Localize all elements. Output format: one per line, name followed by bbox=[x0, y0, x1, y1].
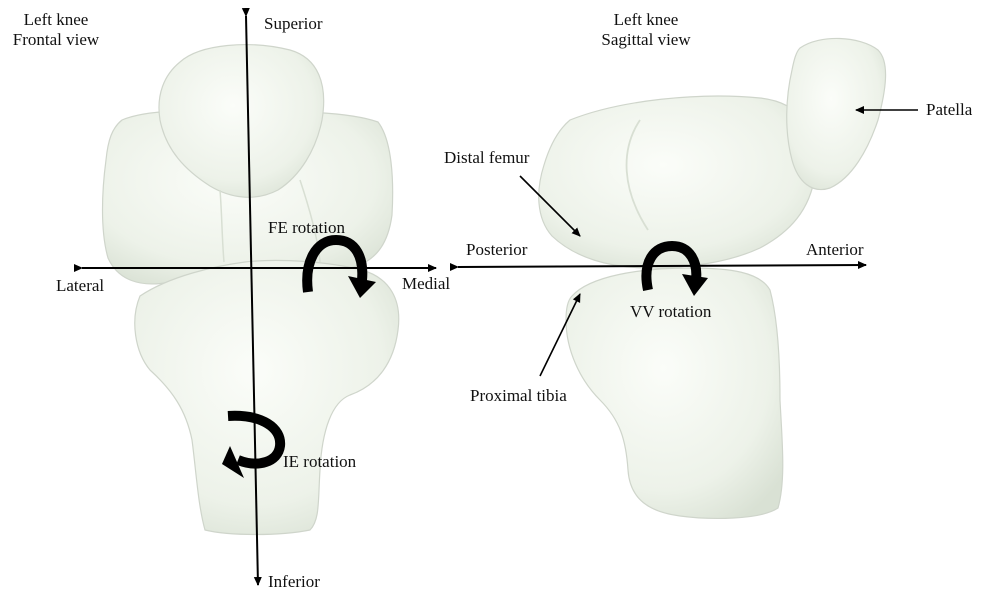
sagittal-view bbox=[458, 38, 918, 518]
sagittal-title-line1: Left knee bbox=[590, 10, 702, 30]
medial-label: Medial bbox=[402, 274, 450, 294]
inferior-label: Inferior bbox=[268, 572, 320, 592]
frontal-tibia bbox=[135, 260, 399, 534]
sagittal-title-line2: Sagittal view bbox=[590, 30, 702, 50]
ie-rotation-label: IE rotation bbox=[283, 452, 356, 472]
vv-rotation-label: VV rotation bbox=[630, 302, 711, 322]
anterior-label: Anterior bbox=[806, 240, 864, 260]
frontal-title-line2: Frontal view bbox=[0, 30, 112, 50]
frontal-view bbox=[82, 16, 436, 585]
patella-label: Patella bbox=[926, 100, 972, 120]
frontal-title-line1: Left knee bbox=[0, 10, 112, 30]
sagittal-horizontal-axis bbox=[458, 265, 866, 267]
sagittal-patella bbox=[787, 38, 886, 189]
fe-rotation-label: FE rotation bbox=[268, 218, 345, 238]
superior-label: Superior bbox=[264, 14, 323, 34]
proximal-tibia-label: Proximal tibia bbox=[470, 386, 567, 406]
lateral-label: Lateral bbox=[56, 276, 104, 296]
distal-femur-label: Distal femur bbox=[444, 148, 529, 168]
posterior-label: Posterior bbox=[466, 240, 527, 260]
